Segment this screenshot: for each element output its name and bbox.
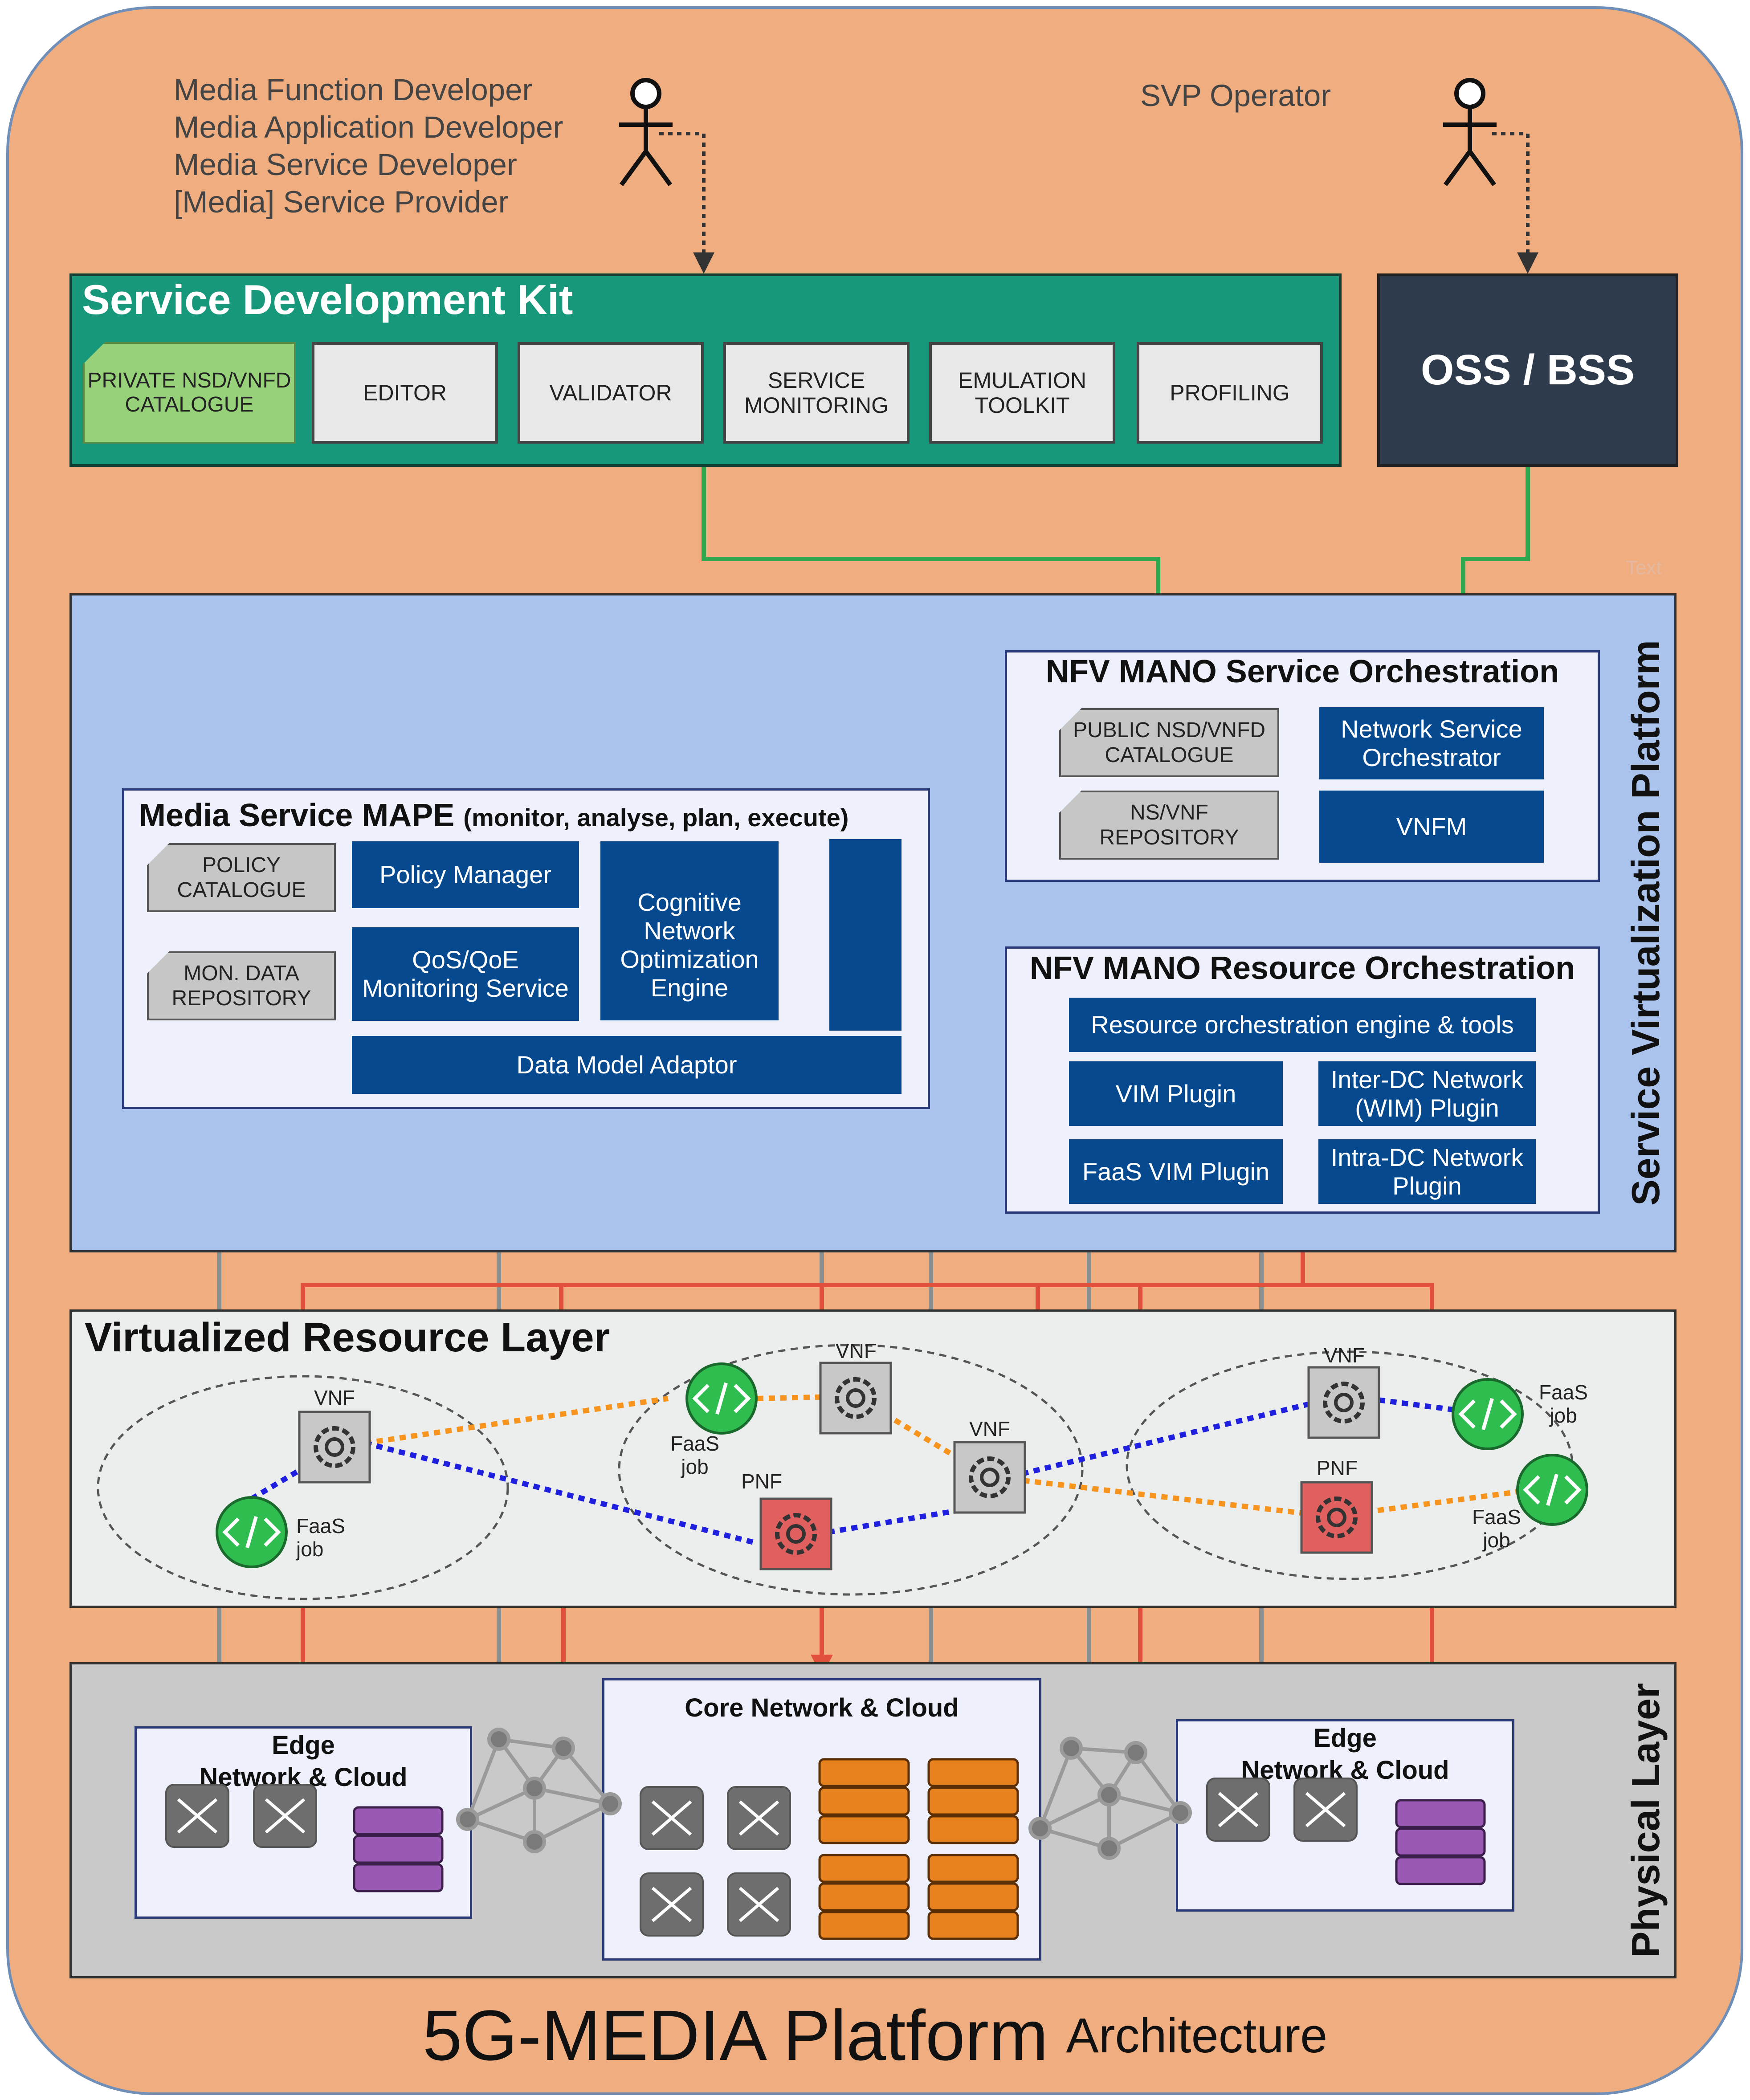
physical-side-text: Physical Layer xyxy=(1624,1683,1668,1958)
svp-side-label: Service Virtualization Platform xyxy=(1612,593,1679,1252)
faas-right-bottom-label: FaaS job xyxy=(1472,1505,1521,1552)
faas-vim-plugin-box: FaaS VIM Plugin xyxy=(1069,1139,1283,1204)
sdk-title: Service Development Kit xyxy=(82,276,573,323)
public-catalogue-box: PUBLIC NSD/VNFD CATALOGUE xyxy=(1059,708,1279,777)
vim-plugin-box: VIM Plugin xyxy=(1069,1061,1283,1126)
edge-right-title: Edge Network & Cloud xyxy=(1241,1724,1449,1785)
physical-side-label: Physical Layer xyxy=(1612,1662,1679,1978)
diagram-title-main: 5G-MEDIA Platform xyxy=(422,1995,1048,2075)
validator-box: VALIDATOR xyxy=(518,342,704,444)
resource-orchestration-title: NFV MANO Resource Orchestration xyxy=(1029,950,1575,986)
private-catalogue-box: PRIVATE NSD/VNFD CATALOGUE xyxy=(83,342,296,444)
edge-left-title: Edge Network & Cloud xyxy=(199,1731,408,1792)
developer-link xyxy=(659,132,714,274)
service-orchestration-title: NFV MANO Service Orchestration xyxy=(1045,654,1559,689)
mape-subtitle: (monitor, analyse, plan, execute) xyxy=(463,803,849,832)
cognitive-engine-box: Cognitive Network Optimization Engine xyxy=(600,841,779,1020)
text-marker: Text xyxy=(1626,557,1662,579)
resource-engine-box: Resource orchestration engine & tools xyxy=(1069,998,1536,1052)
policy-manager-box: Policy Manager xyxy=(352,841,579,908)
wim-plugin-box: Inter-DC Network (WIM) Plugin xyxy=(1318,1061,1536,1126)
svp-operator-label: SVP Operator xyxy=(1140,78,1331,113)
faas-left-label: FaaS job xyxy=(296,1514,345,1561)
qos-monitoring-box: QoS/QoE Monitoring Service xyxy=(352,927,579,1021)
developer-roles-label: Media Function Developer Media Applicati… xyxy=(174,73,563,219)
oss-bss-box: OSS / BSS xyxy=(1377,273,1678,467)
mon-data-repository-box: MON. DATA REPOSITORY xyxy=(147,951,336,1020)
vrl-title: Virtualized Resource Layer xyxy=(85,1314,610,1360)
ns-vnf-repository-box: NS/VNF REPOSITORY xyxy=(1059,791,1279,860)
operator-link xyxy=(1492,132,1538,274)
pnf-center-label: PNF xyxy=(741,1470,782,1493)
mape-side-bar xyxy=(829,839,902,1031)
vnf-left-label: VNF xyxy=(314,1386,355,1409)
editor-box: EDITOR xyxy=(312,342,498,444)
faas-center-label: FaaS job xyxy=(670,1432,719,1478)
network-service-orchestrator-box: Network Service Orchestrator xyxy=(1319,707,1544,779)
core-title: Core Network & Cloud xyxy=(685,1693,959,1722)
emulation-toolkit-box: EMULATION TOOLKIT xyxy=(929,342,1115,444)
vnf-right-label: VNF xyxy=(1324,1344,1365,1367)
svp-side-text: Service Virtualization Platform xyxy=(1624,640,1668,1206)
vnf-center-right-label: VNF xyxy=(969,1417,1010,1440)
profiling-box: PROFILING xyxy=(1137,342,1323,444)
data-model-adaptor-box: Data Model Adaptor xyxy=(352,1036,902,1094)
diagram-title: 5G-MEDIA Platform Architecture xyxy=(0,1991,1750,2080)
policy-catalogue-box: POLICY CATALOGUE xyxy=(147,843,336,912)
intra-dc-plugin-box: Intra-DC Network Plugin xyxy=(1318,1139,1536,1204)
pnf-right-label: PNF xyxy=(1317,1456,1358,1480)
vnfm-box: VNFM xyxy=(1319,791,1544,863)
mape-heading: Media Service MAPE (monitor, analyse, pl… xyxy=(139,797,923,837)
vnf-center-top-label: VNF xyxy=(836,1339,877,1362)
mape-title: Media Service MAPE xyxy=(139,798,455,833)
service-monitoring-box: SERVICE MONITORING xyxy=(723,342,910,444)
diagram-title-suffix: Architecture xyxy=(1066,2008,1328,2063)
faas-right-top-label: FaaS job xyxy=(1539,1381,1588,1427)
